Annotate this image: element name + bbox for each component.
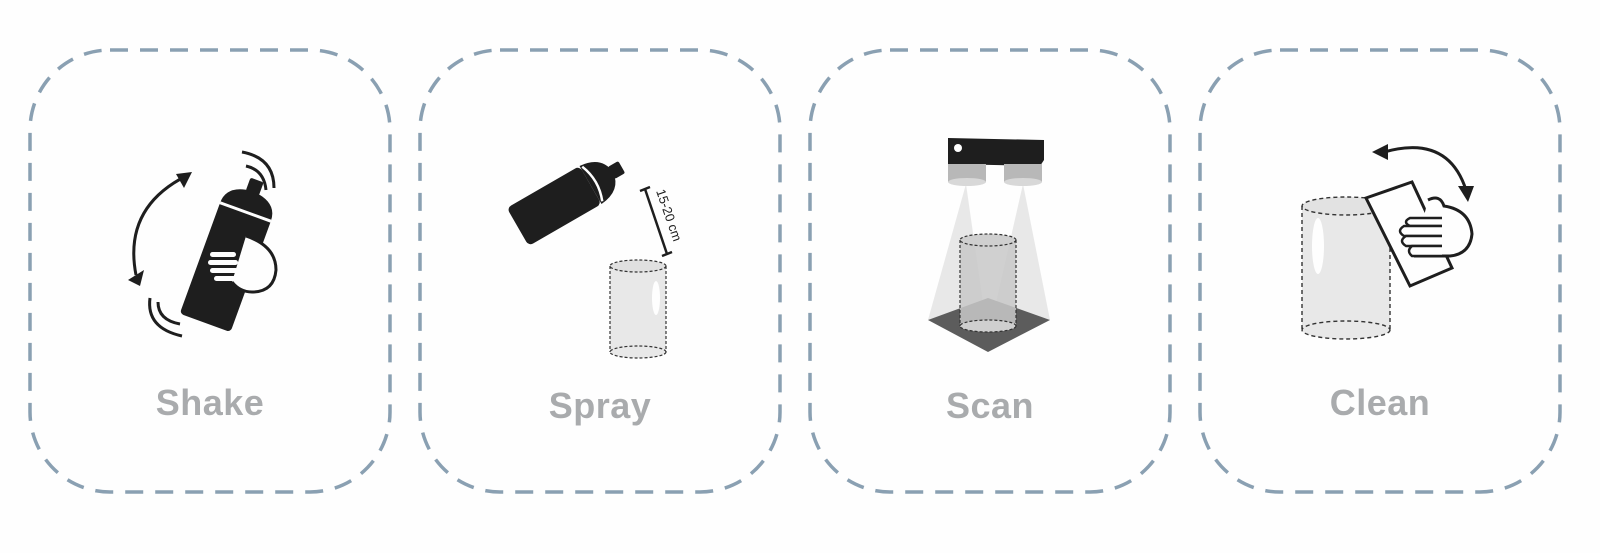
distance-annotation: 15-20 cm [653, 187, 685, 243]
step-card-clean: Clean [1198, 48, 1562, 494]
step-label: Shake [155, 382, 265, 423]
step-label: Scan [945, 385, 1035, 426]
dashed-border [1198, 48, 1562, 494]
step-label: Spray [548, 385, 652, 426]
scanner-icon [928, 138, 1050, 352]
step-label: Clean [1329, 382, 1431, 423]
dashed-border [418, 48, 782, 494]
dashed-border [808, 48, 1172, 494]
step-card-spray: 15-20 cm Spray [418, 48, 782, 494]
dashed-border [28, 48, 392, 494]
shake-can-icon [128, 150, 278, 338]
step-card-scan: Scan [808, 48, 1172, 494]
wipe-cloth-icon [1301, 144, 1474, 340]
spray-can-icon: 15-20 cm [508, 161, 685, 359]
step-card-shake: Shake [28, 48, 392, 494]
